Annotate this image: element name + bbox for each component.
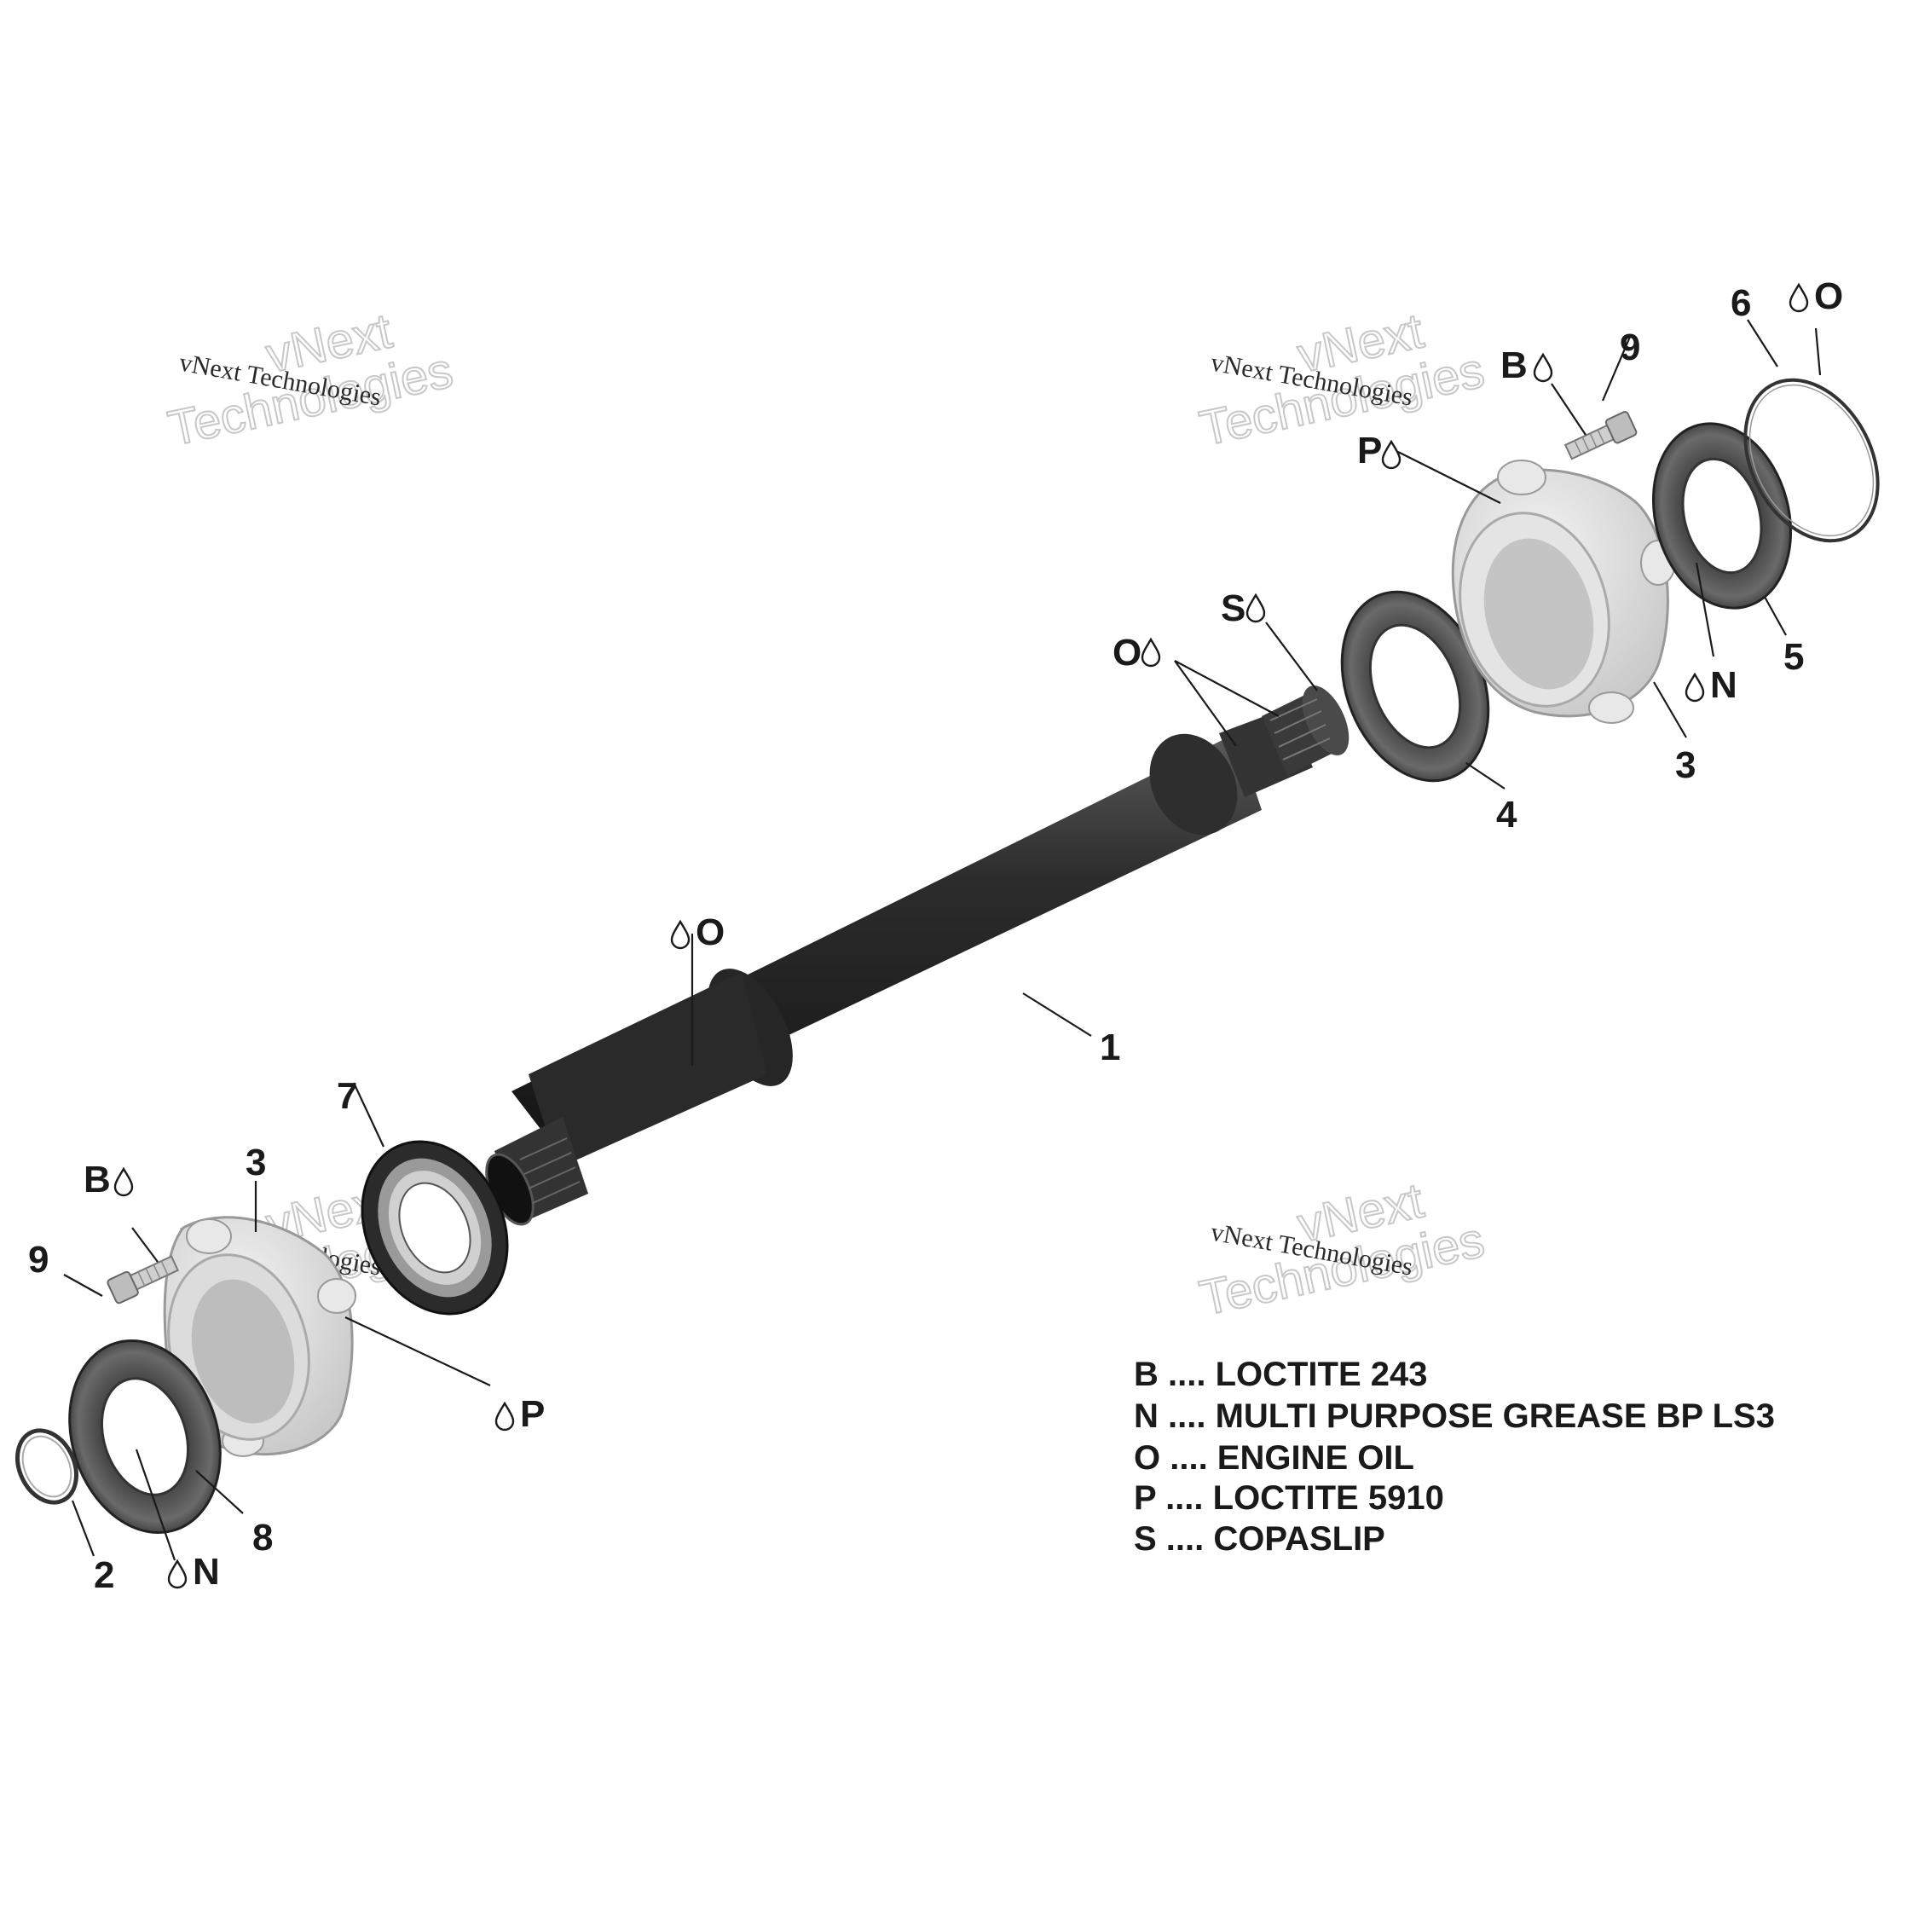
watermark-top-left: vNext Technologies vNext Technologies <box>163 302 459 457</box>
screw-left <box>107 1255 179 1304</box>
svg-text:P: P <box>520 1393 545 1435</box>
code-label-P-left: P <box>494 1393 545 1435</box>
code-label-B-left: B <box>84 1159 134 1200</box>
circlip <box>15 1428 78 1505</box>
code-label-O-shaft-right: O <box>1113 632 1161 674</box>
code-label-P-top-right: P <box>1357 430 1402 471</box>
callout-4-oil-seal: 4 <box>1496 794 1517 836</box>
callout-9-screw-left: 9 <box>28 1239 49 1281</box>
callout-6-o-ring: 6 <box>1731 282 1751 324</box>
legend-item-B: B .... LOCTITE 243 <box>1134 1356 1428 1393</box>
callout-3-housing-right: 3 <box>1675 744 1696 786</box>
leader-lines <box>63 319 1822 1561</box>
svg-text:B: B <box>1500 344 1528 386</box>
legend-item-S: S .... COPASLIP <box>1134 1520 1385 1558</box>
oil-seal-right <box>1340 590 1490 783</box>
watermark-bottom-right: vNext Technologies vNext Technologies <box>1194 1171 1490 1327</box>
code-label-O-top-right: O <box>1789 275 1843 317</box>
screw-right <box>1563 411 1638 460</box>
code-label-S: S <box>1221 587 1266 629</box>
oil-seal-outer-right <box>1651 422 1793 610</box>
svg-text:N: N <box>1710 664 1737 706</box>
svg-text:B: B <box>84 1159 111 1200</box>
svg-text:O: O <box>696 911 725 953</box>
callout-7-ball-bearing: 7 <box>337 1075 357 1117</box>
code-label-N-left: N <box>167 1551 220 1593</box>
legend-item-O: O .... ENGINE OIL <box>1134 1439 1414 1477</box>
code-label-N-right: N <box>1685 664 1737 706</box>
callout-3-housing-left: 3 <box>246 1142 266 1183</box>
bearing-housing-right <box>1451 460 1676 724</box>
output-shaft <box>485 685 1350 1226</box>
code-label-O-shaft-middle: O <box>670 911 725 953</box>
svg-text:S: S <box>1221 587 1245 629</box>
watermark-top-right: vNext Technologies vNext Technologies <box>1194 302 1490 457</box>
svg-text:N: N <box>193 1551 220 1593</box>
callout-2-circlip: 2 <box>94 1554 114 1596</box>
legend-item-P: P .... LOCTITE 5910 <box>1134 1479 1444 1517</box>
callout-8-oil-seal-left: 8 <box>252 1517 273 1559</box>
ball-bearing <box>361 1140 509 1316</box>
callout-1-shaft: 1 <box>1100 1027 1120 1068</box>
legend-item-N: N .... MULTI PURPOSE GREASE BP LS3 <box>1134 1397 1775 1435</box>
o-ring <box>1743 378 1880 543</box>
svg-text:O: O <box>1814 275 1843 317</box>
code-label-B-top-right: B <box>1500 344 1553 386</box>
lubricant-legend: B .... LOCTITE 243 N .... MULTI PURPOSE … <box>1134 1356 1775 1558</box>
callout-9-screw-right: 9 <box>1620 327 1640 368</box>
svg-text:P: P <box>1357 430 1382 471</box>
callout-5-oil-seal-outer: 5 <box>1783 636 1804 678</box>
svg-text:O: O <box>1113 632 1141 674</box>
oil-seal-left <box>68 1339 222 1534</box>
